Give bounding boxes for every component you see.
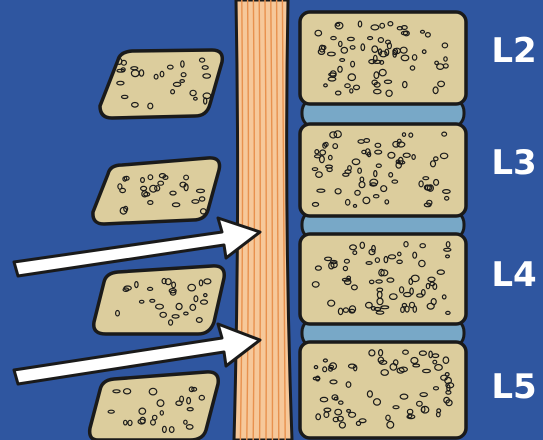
label-l2: L2: [488, 34, 540, 68]
vertebra-l2: [300, 12, 466, 104]
vertebra-l5: [300, 342, 466, 438]
label-l4: L4: [488, 258, 540, 292]
vertebra-l3: [300, 124, 466, 216]
label-l3: L3: [488, 146, 540, 180]
label-l5: L5: [488, 370, 540, 404]
process-1: [100, 50, 222, 118]
vertebra-l4: [300, 234, 466, 324]
spinal-cord: [234, 0, 292, 440]
process-4: [90, 372, 219, 440]
